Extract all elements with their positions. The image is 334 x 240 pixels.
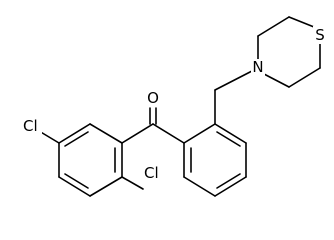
ring-a-bond-4-inner <box>64 173 89 189</box>
thiomorpholine-nitrogen-atom-mask <box>251 59 265 76</box>
carbonyl-group <box>121 107 185 144</box>
ring-a-bond-4 <box>58 176 91 197</box>
atom-labels: Cl Cl O N S <box>22 26 327 182</box>
carbonyl-oxygen-atom: O <box>145 89 161 107</box>
ring-a-bond-2 <box>58 123 91 144</box>
benzene-ring <box>183 123 247 197</box>
ring-b-bond-4-inner <box>216 173 241 189</box>
chlorine-atom-2-label: Cl <box>144 164 159 182</box>
ring-b-bond-2 <box>214 123 247 144</box>
chlorine-atom-1-label: Cl <box>23 117 38 135</box>
c-cl-bond-1 <box>38 130 60 144</box>
thiomorpholine-nitrogen-atom-label: N <box>252 58 263 76</box>
thiomorpholine-bond-3 <box>288 16 315 28</box>
ring-a-bond-1 <box>89 123 123 144</box>
ring-a-bond-2-inner <box>64 131 89 147</box>
ring-b-bond-2-inner <box>216 131 241 147</box>
carbonyl-oxygen-atom-mask <box>145 89 161 107</box>
thiomorpholine-sulfur-atom-label: S <box>315 26 325 44</box>
ring-b-bond-4 <box>214 176 247 197</box>
ring-b-bond-1 <box>183 123 216 144</box>
ring-a-to-carbonyl-bond <box>121 123 154 144</box>
thiomorpholine-ring <box>257 16 321 88</box>
chlorine-atom-1-mask <box>22 117 42 135</box>
thiomorpholine-bond-6 <box>263 73 290 88</box>
chlorine-atom-2: Cl <box>143 164 163 182</box>
thiomorpholine-sulfur-atom: S <box>313 26 327 44</box>
chemical-structure-diagram: Cl Cl O N S <box>22 16 327 197</box>
carbonyl-to-ring-b-bond <box>152 123 185 144</box>
thiomorpholine-bond-5 <box>288 67 321 88</box>
carbonyl-oxygen-atom-label: O <box>147 89 159 107</box>
thiomorpholine-sulfur-atom-mask <box>313 26 327 44</box>
dichlorophenyl-ring <box>58 123 123 197</box>
methylene-to-nitrogen-bond <box>214 70 253 91</box>
chlorine-atom-1: Cl <box>22 117 42 135</box>
c-cl-bond-2 <box>121 176 144 190</box>
ring-a-bond-5 <box>89 176 123 197</box>
ring-b-bond-5 <box>183 176 216 197</box>
thiomorpholine-nitrogen-atom: N <box>251 58 265 76</box>
thiomorpholine-bond-2 <box>257 16 290 37</box>
chlorine-atom-2-mask <box>143 164 163 182</box>
